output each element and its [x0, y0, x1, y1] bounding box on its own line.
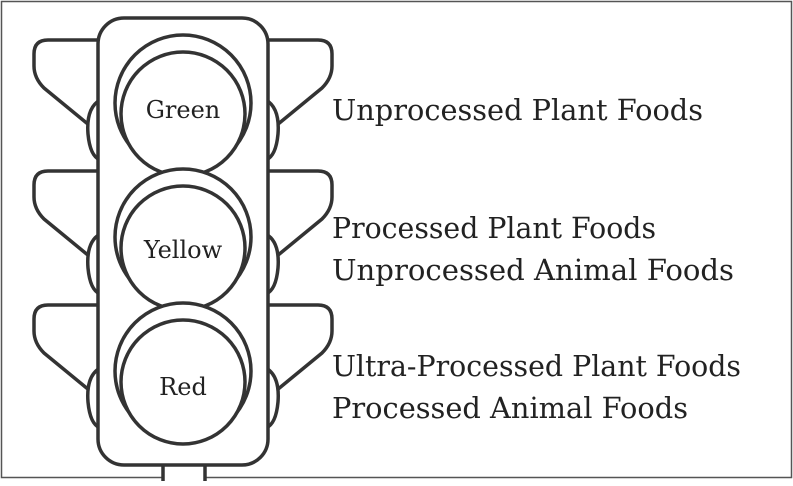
red-description-1: Ultra-Processed Plant Foods: [332, 349, 741, 383]
right-visor-bottom: [264, 303, 334, 401]
red-lamp-label: Red: [159, 373, 207, 401]
green-lamp-label: Green: [146, 96, 221, 124]
left-visor-middle: [32, 169, 102, 267]
right-visor-middle: [264, 169, 334, 267]
yellow-lamp-label: Yellow: [143, 236, 223, 264]
red-description-2: Processed Animal Foods: [332, 391, 688, 425]
right-visor-top: [264, 38, 334, 136]
left-visor-bottom: [32, 303, 102, 401]
yellow-description-1: Processed Plant Foods: [332, 211, 656, 245]
red-lamp: [119, 318, 247, 446]
left-visor-top: [32, 38, 102, 136]
green-description-1: Unprocessed Plant Foods: [332, 93, 703, 127]
yellow-description-2: Unprocessed Animal Foods: [332, 253, 734, 287]
